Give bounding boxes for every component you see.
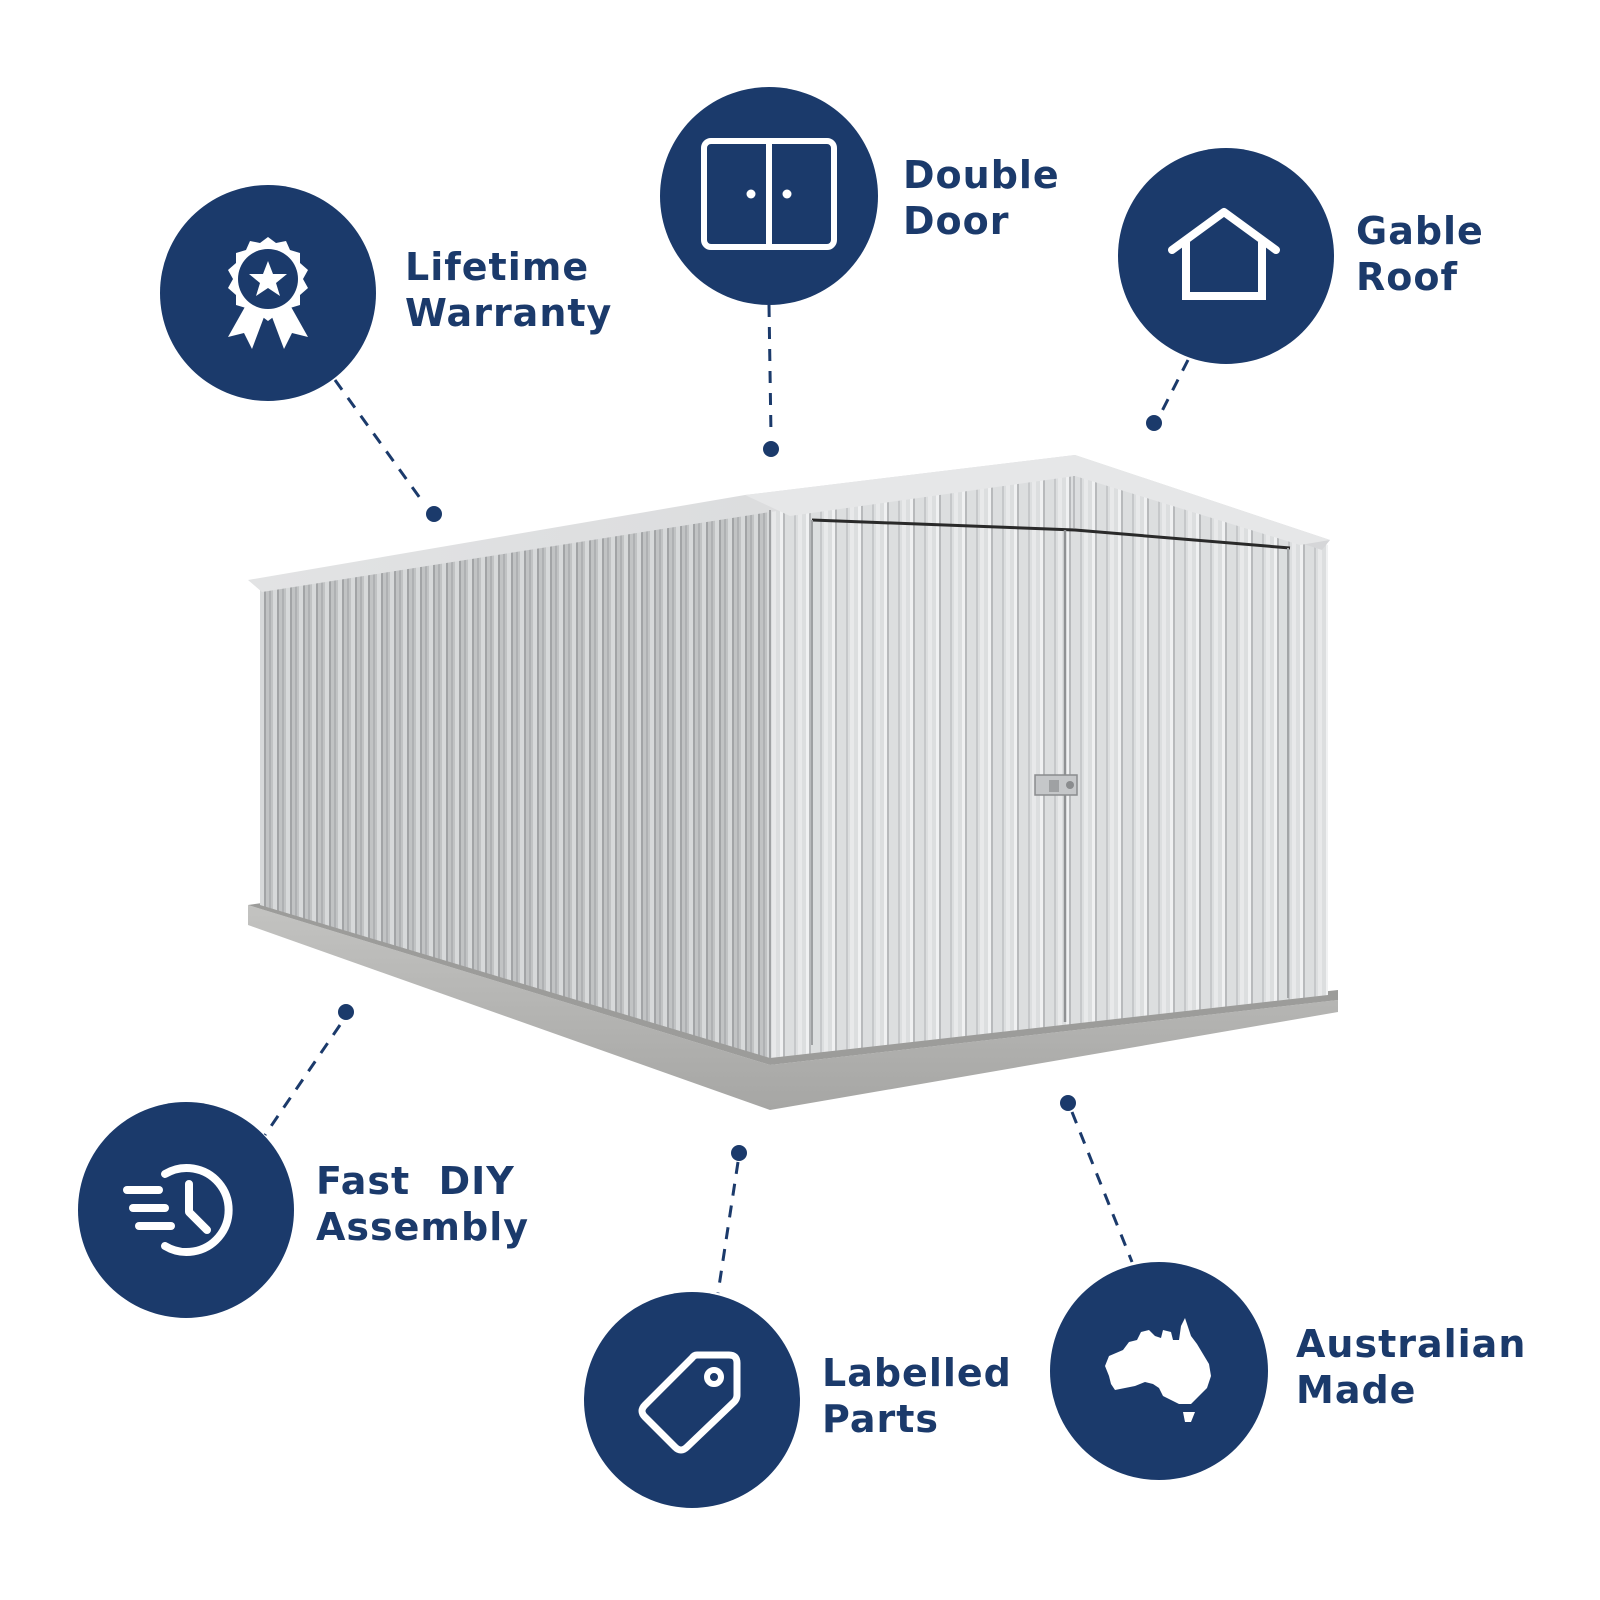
door-latch [1034,774,1078,796]
feature-badge-labelled-parts [584,1292,800,1508]
connector-dot [1146,415,1162,431]
award-ribbon-star-icon [228,237,308,349]
feature-badge-australian-made [1050,1262,1268,1480]
feature-label-australian-made: Australian Made [1296,1322,1527,1412]
connector-dot [338,1004,354,1020]
feature-badge-double-door [660,87,878,305]
connector-dot [763,441,779,457]
australia-map-icon [1105,1318,1211,1422]
shed-front-wall [770,468,1328,1058]
feature-label-double-door: Double Door [903,153,1060,243]
shed-side-wall [260,510,770,1058]
feature-badge-lifetime-warranty [160,185,376,401]
feature-badge-fast-diy-assembly [78,1102,294,1318]
house-gable-icon [1168,208,1280,300]
tag-label-icon [638,1351,741,1454]
feature-label-labelled-parts: Labelled Parts [822,1351,1012,1441]
feature-badge-gable-roof [1118,148,1334,364]
feature-label-lifetime-warranty: Lifetime Warranty [405,245,613,335]
concrete-slab [248,905,1338,1110]
fast-clock-icon [123,1164,233,1256]
connector-dot [731,1145,747,1161]
double-door-icon [701,138,837,250]
connector-dot [1060,1095,1076,1111]
connector-dot [426,506,442,522]
feature-label-fast-diy-assembly: Fast DIY Assembly [316,1159,530,1249]
feature-label-gable-roof: Gable Roof [1356,209,1484,299]
